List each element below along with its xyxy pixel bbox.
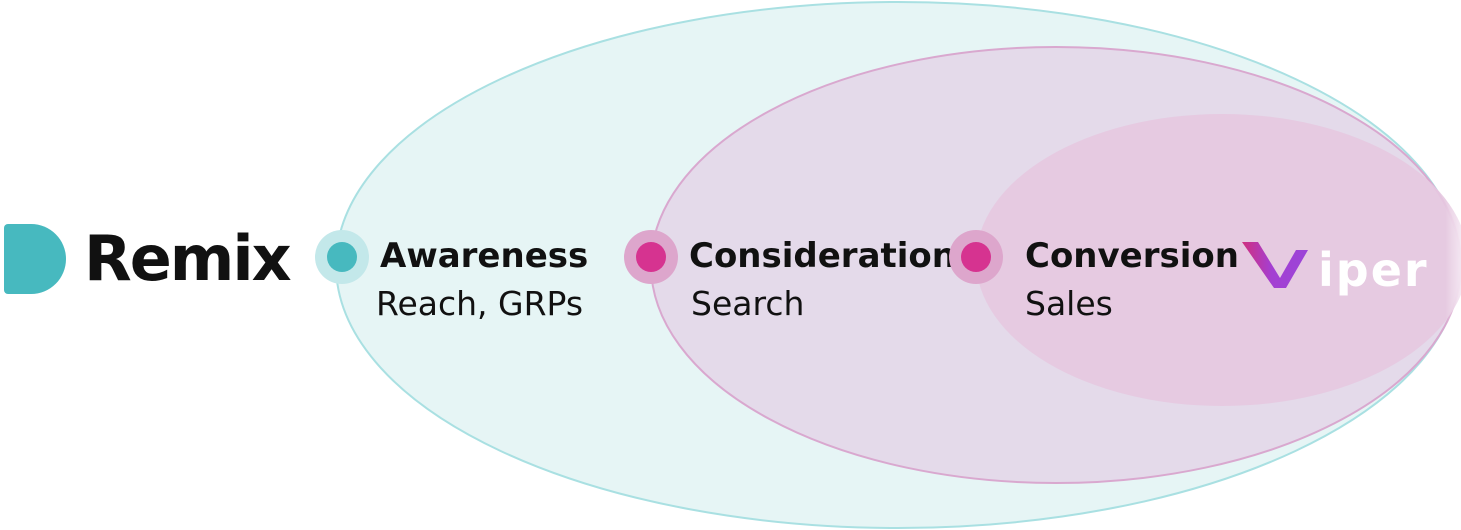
- stage-subtitle: Search: [691, 284, 805, 323]
- consideration-dot-icon: [624, 230, 678, 284]
- remix-logo: Remix: [4, 222, 292, 295]
- viper-logo: iper: [1242, 242, 1429, 296]
- stage-title: Awareness: [380, 236, 589, 276]
- stage-title: Consideration: [689, 236, 956, 276]
- stage-subtitle: Sales: [1025, 284, 1113, 323]
- stage-subtitle: Reach, GRPs: [376, 284, 584, 323]
- conversion-dot-icon: [949, 230, 1003, 284]
- remix-logo-text: Remix: [84, 222, 292, 295]
- remix-logo-icon: [4, 224, 66, 294]
- stage-title: Conversion: [1025, 236, 1239, 276]
- viper-logo-text: iper: [1318, 243, 1429, 296]
- awareness-dot-icon: [315, 230, 369, 284]
